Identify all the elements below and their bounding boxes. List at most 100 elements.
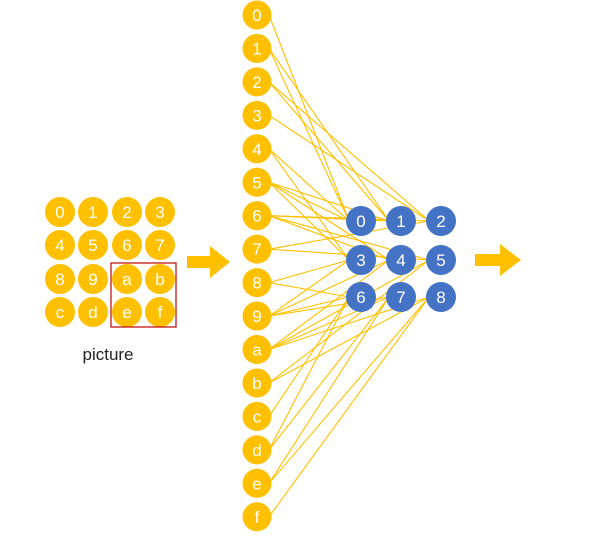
picture-pixel-label: 7 bbox=[155, 236, 164, 255]
picture-pixel: c bbox=[45, 297, 75, 327]
connection-line bbox=[268, 181, 350, 222]
picture-pixel-label: c bbox=[56, 303, 65, 322]
input-node-circle bbox=[242, 100, 272, 130]
output-node: 2 bbox=[426, 206, 456, 236]
input-node-label: a bbox=[252, 341, 262, 360]
output-node-label: 5 bbox=[436, 251, 445, 270]
input-node-label: 9 bbox=[252, 307, 261, 326]
connection-line bbox=[268, 14, 350, 222]
picture-pixel-label: 0 bbox=[55, 203, 64, 222]
input-node-label: e bbox=[252, 474, 261, 493]
picture-pixel-label: 4 bbox=[55, 236, 64, 255]
connection-line bbox=[268, 296, 430, 518]
picture-pixel: 5 bbox=[78, 230, 108, 260]
connection-line bbox=[268, 296, 350, 317]
picture-pixel-circle bbox=[112, 297, 142, 327]
picture-pixel-circle bbox=[145, 264, 175, 294]
picture-pixel-label: f bbox=[158, 303, 163, 322]
output-node: 3 bbox=[346, 245, 376, 275]
connection-line bbox=[268, 148, 350, 261]
picture-pixel-circle bbox=[112, 264, 142, 294]
output-node: 5 bbox=[426, 245, 456, 275]
connection-line bbox=[268, 259, 350, 317]
picture-pixel-label: a bbox=[122, 270, 132, 289]
picture-pixel-circle bbox=[78, 297, 108, 327]
picture-pixel: 8 bbox=[45, 264, 75, 294]
input-node: a bbox=[242, 335, 272, 364]
picture-pixel: 4 bbox=[45, 230, 75, 260]
connection-line bbox=[268, 81, 430, 222]
connection-line bbox=[268, 259, 430, 384]
output-node-circle bbox=[346, 245, 376, 275]
output-node-label: 3 bbox=[356, 251, 365, 270]
picture-pixel-label: 9 bbox=[88, 270, 97, 289]
output-node-circle bbox=[386, 282, 416, 312]
output-node-label: 4 bbox=[396, 251, 405, 270]
input-node-circle bbox=[242, 134, 272, 164]
input-node: f bbox=[242, 502, 272, 532]
input-node-circle bbox=[242, 33, 272, 63]
picture-pixel-label: 2 bbox=[122, 203, 131, 222]
picture-pixel: 1 bbox=[78, 197, 108, 227]
picture-pixel: 6 bbox=[112, 230, 142, 260]
picture-pixel-label: b bbox=[155, 270, 164, 289]
input-node-label: f bbox=[255, 508, 260, 527]
output-node-circle bbox=[346, 206, 376, 236]
picture-pixel: 7 bbox=[145, 230, 175, 260]
input-node-label: 5 bbox=[252, 173, 261, 192]
output-node-label: 2 bbox=[436, 212, 445, 231]
picture-pixel-label: d bbox=[88, 303, 97, 322]
output-node-circle bbox=[386, 206, 416, 236]
picture-pixel: e bbox=[112, 297, 142, 327]
connection-line bbox=[268, 48, 350, 222]
input-node: e bbox=[242, 468, 272, 498]
output-node-circle bbox=[426, 245, 456, 275]
input-node-circle bbox=[242, 435, 272, 465]
picture-pixel-label: e bbox=[122, 303, 131, 322]
output-node: 6 bbox=[346, 282, 376, 312]
input-node-label: 7 bbox=[252, 240, 261, 259]
picture-pixel-label: 3 bbox=[155, 203, 164, 222]
picture-pixel-circle bbox=[145, 297, 175, 327]
output-node: 7 bbox=[386, 282, 416, 312]
input-node-circle bbox=[242, 234, 272, 264]
input-node-label: 4 bbox=[252, 140, 261, 159]
picture-pixel-circle bbox=[112, 230, 142, 260]
picture-pixel: 9 bbox=[78, 264, 108, 294]
input-node-label: d bbox=[252, 441, 261, 460]
output-node: 1 bbox=[386, 206, 416, 236]
picture-pixel-label: 8 bbox=[55, 270, 64, 289]
input-node: 8 bbox=[242, 268, 272, 298]
connection-line bbox=[268, 296, 390, 451]
input-node: 5 bbox=[242, 167, 272, 197]
input-node-label: 0 bbox=[252, 6, 261, 25]
input-node-label: 6 bbox=[252, 207, 261, 226]
output-node-label: 8 bbox=[436, 288, 445, 307]
arrow-right-icon bbox=[475, 244, 521, 276]
output-node: 0 bbox=[346, 206, 376, 236]
output-node: 8 bbox=[426, 282, 456, 312]
input-node: 6 bbox=[242, 201, 272, 231]
input-node: 3 bbox=[242, 100, 272, 130]
input-node: 0 bbox=[242, 0, 272, 30]
input-node: c bbox=[242, 401, 272, 431]
input-node-circle bbox=[242, 201, 272, 231]
picture-pixel: b bbox=[145, 264, 175, 294]
input-node: 9 bbox=[242, 301, 272, 331]
connection-line bbox=[268, 296, 390, 484]
connection-line bbox=[268, 148, 350, 222]
output-node-circle bbox=[386, 245, 416, 275]
output-node-circle bbox=[426, 206, 456, 236]
picture-pixel-circle bbox=[145, 197, 175, 227]
input-node-label: 1 bbox=[252, 39, 261, 58]
input-node-label: 3 bbox=[252, 106, 261, 125]
connection-line bbox=[268, 114, 430, 222]
picture-pixel: 2 bbox=[112, 197, 142, 227]
connection-line bbox=[268, 181, 350, 261]
picture-pixel-circle bbox=[45, 230, 75, 260]
picture-pixel-circle bbox=[145, 230, 175, 260]
picture-pixel: f bbox=[145, 297, 175, 327]
